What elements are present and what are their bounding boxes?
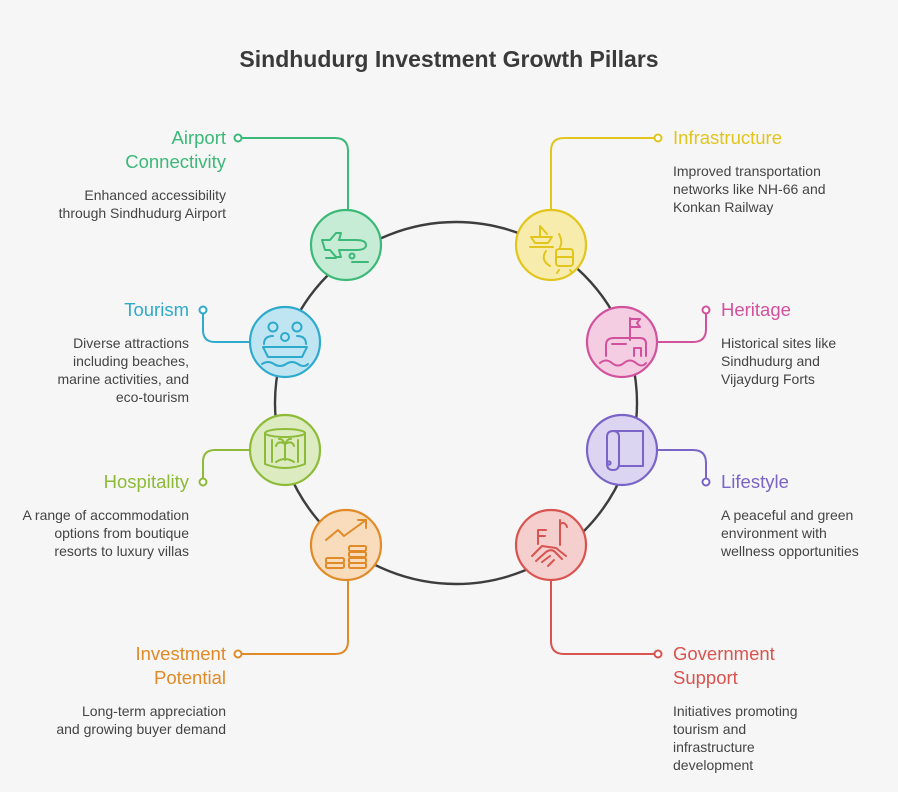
boat-people-icon xyxy=(248,305,322,379)
handshake-icon xyxy=(514,508,588,582)
connector-lifestyle xyxy=(658,449,707,482)
pillar-title-lifestyle: Lifestyle xyxy=(721,471,789,492)
connector-dot-lifestyle xyxy=(701,477,711,487)
connector-tourism xyxy=(202,310,250,343)
pillar-title-government: Government Support xyxy=(673,643,775,688)
growth-chart-icon xyxy=(309,508,383,582)
pillar-desc-hospitality: A range of accommodation options from bo… xyxy=(22,507,189,559)
pillar-title-investment: Investment Potential xyxy=(135,643,227,688)
connector-dot-airport xyxy=(233,133,243,143)
pillar-title-heritage: Heritage xyxy=(721,299,791,320)
pillar-desc-heritage: Historical sites like Sindhudurg and Vij… xyxy=(721,335,837,387)
pillar-desc-infrastructure: Improved transportation networks like NH… xyxy=(673,163,826,215)
central-ring xyxy=(273,220,639,586)
connector-dot-government xyxy=(653,649,663,659)
pillar-title-hospitality: Hospitality xyxy=(103,471,189,492)
connector-dot-heritage xyxy=(701,305,711,315)
resort-icon xyxy=(248,413,322,487)
transport-icon xyxy=(514,208,588,282)
airplane-icon xyxy=(309,208,383,282)
fort-icon xyxy=(585,305,659,379)
connector-dot-infrastructure xyxy=(653,133,663,143)
pillar-desc-tourism: Diverse attractions including beaches, m… xyxy=(57,335,189,405)
connector-dot-investment xyxy=(233,649,243,659)
pillar-title-tourism: Tourism xyxy=(124,299,189,320)
connector-airport xyxy=(238,137,349,210)
pillar-desc-airport: Enhanced accessibility through Sindhudur… xyxy=(58,187,226,221)
connector-heritage xyxy=(658,310,707,343)
connector-dot-tourism xyxy=(198,305,208,315)
connector-government xyxy=(550,580,658,655)
scroll-map-icon xyxy=(585,413,659,487)
pillar-title-infrastructure: Infrastructure xyxy=(673,127,782,148)
page-title: Sindhudurg Investment Growth Pillars xyxy=(239,46,659,72)
pillar-title-airport: Airport Connectivity xyxy=(125,127,226,172)
connector-hospitality xyxy=(202,449,250,482)
connector-dot-hospitality xyxy=(198,477,208,487)
connector-investment xyxy=(238,580,349,655)
pillar-desc-government: Initiatives promoting tourism and infras… xyxy=(673,703,798,773)
pillar-desc-lifestyle: A peaceful and green environment with we… xyxy=(721,507,859,559)
pillar-desc-investment: Long-term appreciation and growing buyer… xyxy=(56,703,226,737)
connector-infrastructure xyxy=(550,137,658,210)
